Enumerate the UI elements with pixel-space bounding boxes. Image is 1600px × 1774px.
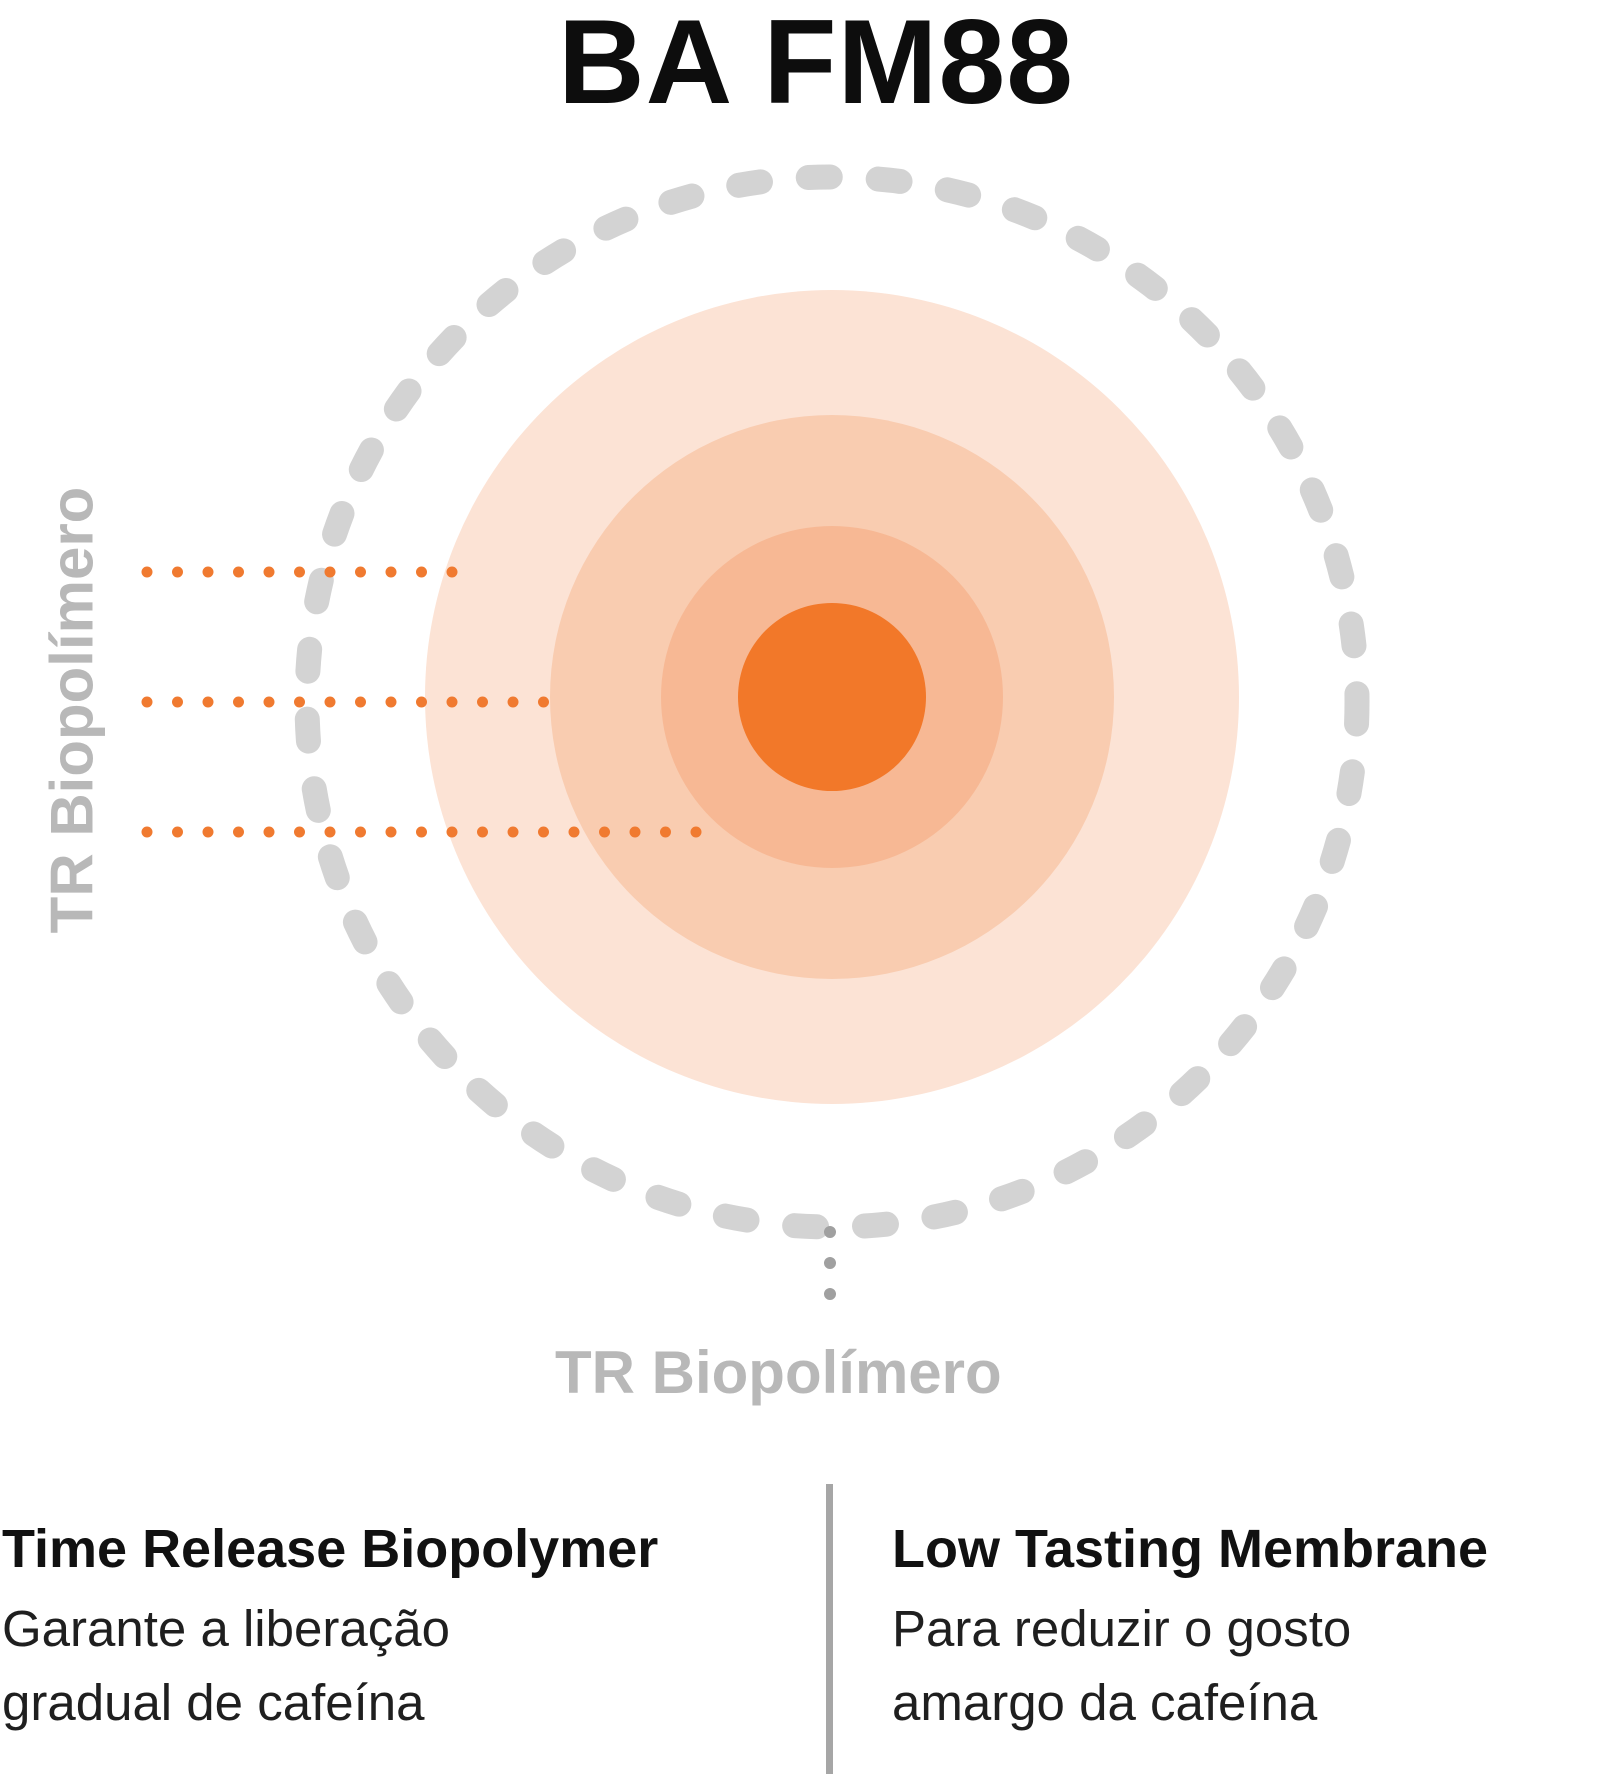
core-circle	[738, 603, 926, 791]
side-layer-label: TR Biopolímero	[38, 486, 106, 934]
feature-time-release: Time Release Biopolymer Garante a libera…	[2, 1518, 782, 1740]
feature-heading: Low Tasting Membrane	[892, 1519, 1489, 1579]
feature-heading: Time Release Biopolymer	[2, 1519, 659, 1579]
dashed-boundary-ring	[294, 164, 1370, 1240]
feature-description: Garante a liberação gradual de cafeína	[2, 1600, 450, 1731]
feature-description: Para reduzir o gosto amargo da cafeína	[892, 1600, 1352, 1731]
feature-low-tasting: Low Tasting Membrane Para reduzir o gost…	[892, 1518, 1600, 1740]
column-divider	[826, 1484, 833, 1774]
page-title: BA FM88	[558, 0, 1074, 129]
bottom-layer-label: TR Biopolímero	[555, 1339, 1002, 1406]
